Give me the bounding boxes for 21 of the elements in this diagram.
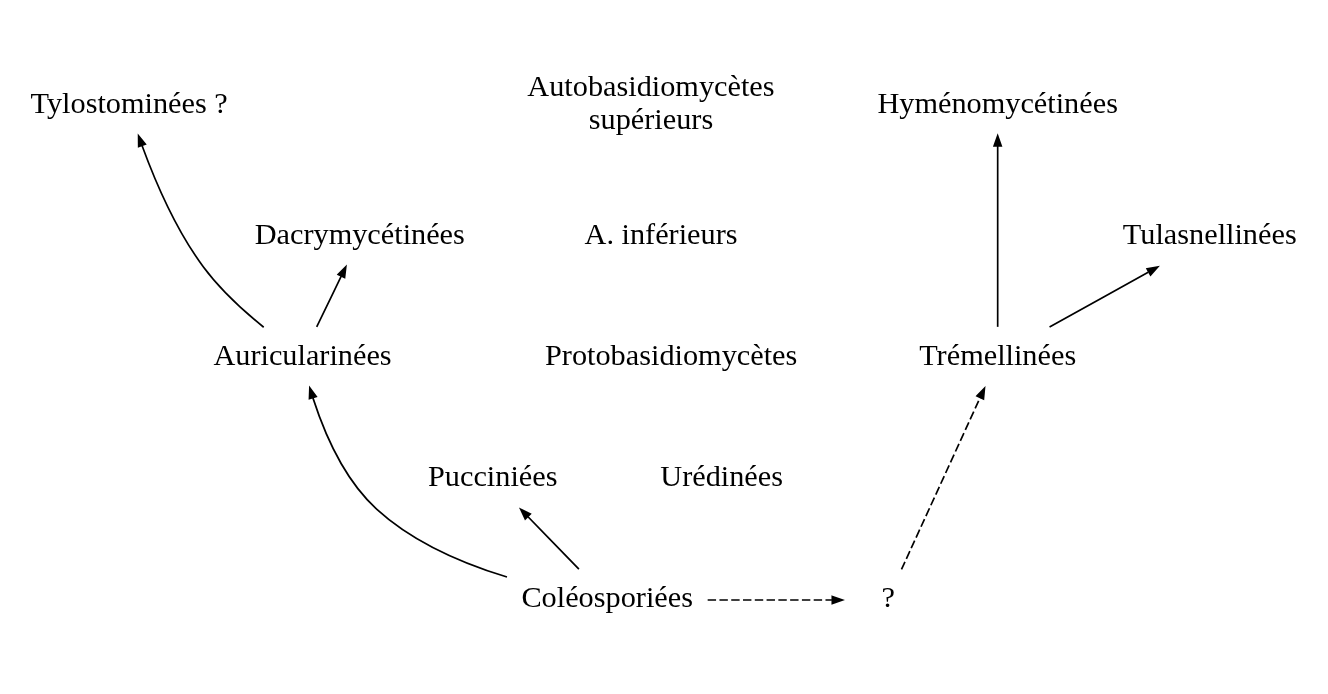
arrow xyxy=(315,264,347,328)
node-text: Trémellinées xyxy=(919,337,1077,372)
node-text: Coléosporiées xyxy=(521,579,693,614)
label: Autobasidiomycètes supérieurs xyxy=(527,68,775,136)
node-text: Tulasnellinées xyxy=(1122,216,1297,251)
arrow xyxy=(1048,265,1160,328)
arrow xyxy=(992,132,1003,328)
node-text: Pucciniées xyxy=(427,458,558,493)
label: A. inférieurs xyxy=(584,216,738,251)
arrow xyxy=(308,385,508,578)
node-text: Hyménomycétinées xyxy=(877,85,1118,120)
arrow xyxy=(900,385,986,570)
node-text: Auricularinées xyxy=(213,337,392,372)
node-text: Dacrymycétinées xyxy=(254,216,465,251)
arrow xyxy=(137,132,265,328)
label: Urédinées xyxy=(660,458,784,493)
node-text: Tylostominées ? xyxy=(30,85,228,120)
arrow xyxy=(706,594,845,605)
label: Protobasidiomycètes xyxy=(545,337,798,372)
node-text: ? xyxy=(881,579,895,614)
arrow xyxy=(518,506,580,570)
